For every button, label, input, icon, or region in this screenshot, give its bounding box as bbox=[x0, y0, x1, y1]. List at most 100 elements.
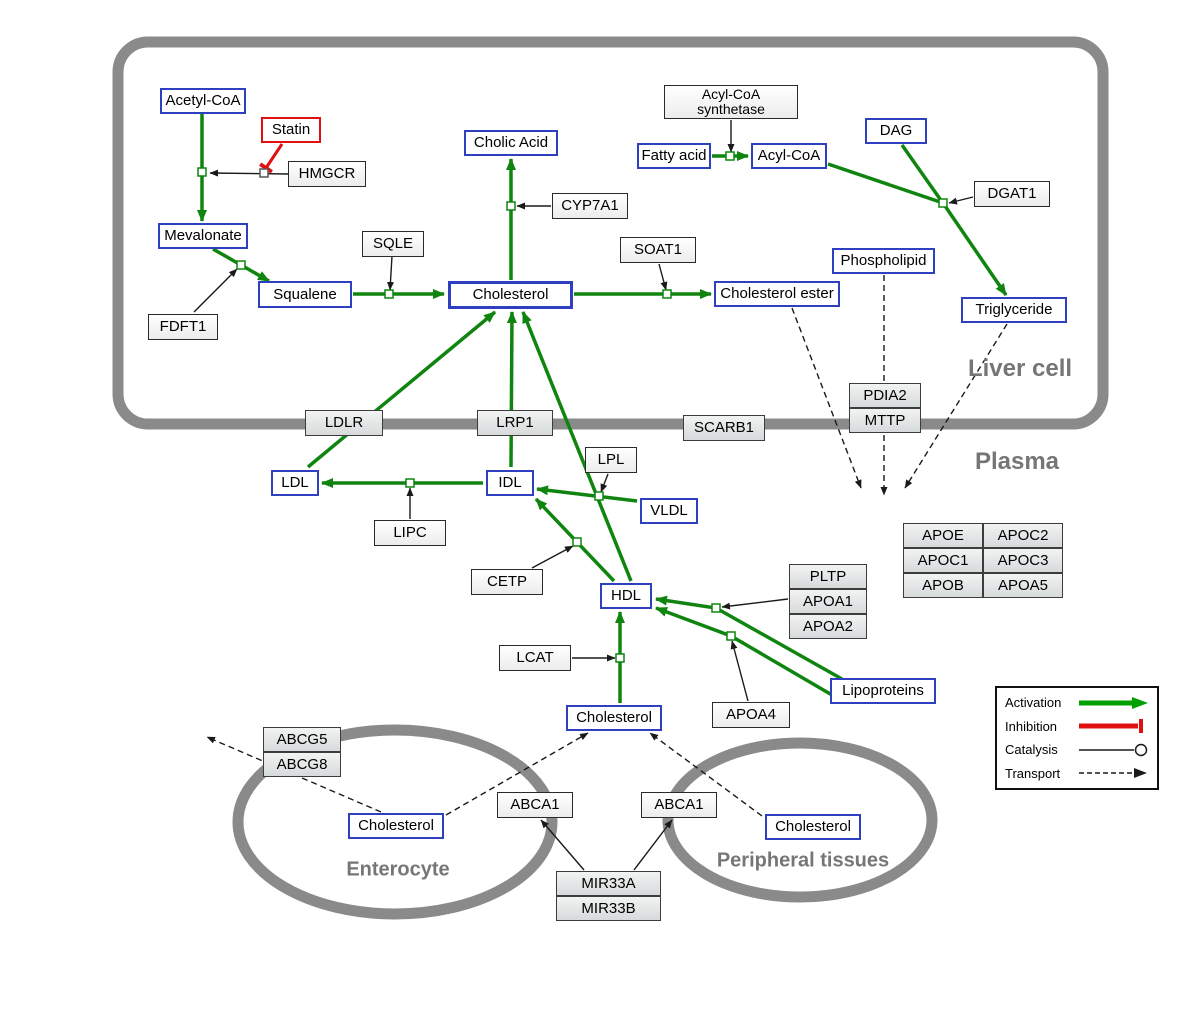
node-abcg8[interactable]: ABCG8 bbox=[263, 752, 341, 777]
reaction-anchor bbox=[405, 478, 415, 488]
edge-apoa4-reaction bbox=[730, 640, 749, 702]
edge-statin-inhibits-hmgcr bbox=[259, 143, 284, 174]
node-idl[interactable]: IDL bbox=[486, 470, 534, 496]
legend-label-inhibition: Inhibition bbox=[1005, 718, 1058, 734]
edge-lpl-reaction bbox=[600, 473, 609, 493]
node-pltp[interactable]: PLTP bbox=[789, 564, 867, 589]
node-apoa2[interactable]: APOA2 bbox=[789, 614, 867, 639]
edge-dgat1-reaction bbox=[948, 196, 974, 205]
node-label-lipc: LIPC bbox=[393, 524, 427, 542]
node-fatty-acid[interactable]: Fatty acid bbox=[637, 143, 711, 169]
node-cholesterol-liver[interactable]: Cholesterol bbox=[448, 281, 573, 309]
node-mir33b[interactable]: MIR33B bbox=[556, 896, 661, 921]
node-mir33a[interactable]: MIR33A bbox=[556, 871, 661, 896]
node-ldlr[interactable]: LDLR bbox=[305, 410, 383, 436]
legend-item-transport: Transport bbox=[1005, 762, 1149, 784]
node-abca1-right[interactable]: ABCA1 bbox=[641, 792, 717, 818]
node-squalene[interactable]: Squalene bbox=[258, 281, 352, 308]
node-label-cholesterol-peripheral: Cholesterol bbox=[775, 818, 851, 836]
node-apoc1[interactable]: APOC1 bbox=[903, 548, 983, 573]
node-label-apoa4: APOA4 bbox=[725, 706, 777, 724]
node-acyl-coa-synthetase[interactable]: Acyl-CoA synthetase bbox=[664, 85, 798, 119]
node-cholesterol-ester[interactable]: Cholesterol ester bbox=[714, 281, 840, 307]
node-cholesterol-peripheral[interactable]: Cholesterol bbox=[765, 814, 861, 840]
node-scarb1[interactable]: SCARB1 bbox=[683, 415, 765, 441]
region-label-enterocyte: Enterocyte bbox=[346, 858, 450, 881]
reaction-anchor bbox=[572, 537, 582, 547]
liver-cell-outline bbox=[112, 36, 1109, 430]
node-label-apoc2: APOC2 bbox=[997, 526, 1049, 544]
node-abca1-left[interactable]: ABCA1 bbox=[497, 792, 573, 818]
reaction-anchor bbox=[506, 201, 516, 211]
node-label-apoe: APOE bbox=[922, 526, 964, 544]
node-dag[interactable]: DAG bbox=[865, 118, 927, 144]
legend-label-transport: Transport bbox=[1005, 765, 1061, 781]
node-abcg5[interactable]: ABCG5 bbox=[263, 727, 341, 752]
edge-triglyceride-secretion bbox=[904, 323, 1008, 489]
node-lipoproteins[interactable]: Lipoproteins bbox=[830, 678, 936, 704]
node-label-acyl-coa-synthetase: Acyl-CoA synthetase bbox=[697, 86, 765, 117]
node-label-lcat: LCAT bbox=[516, 649, 554, 667]
legend-label-catalysis: Catalysis bbox=[1005, 742, 1058, 758]
node-label-acetyl-coa: Acetyl-CoA bbox=[165, 92, 241, 110]
node-dgat1[interactable]: DGAT1 bbox=[974, 181, 1050, 207]
node-ldl[interactable]: LDL bbox=[271, 470, 319, 496]
edge-enterocyte-abca1-efflux bbox=[445, 732, 589, 816]
node-cholic-acid[interactable]: Cholic Acid bbox=[464, 130, 558, 156]
node-lrp1[interactable]: LRP1 bbox=[477, 410, 553, 436]
node-cholesterol-enterocyte[interactable]: Cholesterol bbox=[348, 813, 444, 839]
node-cyp7a1[interactable]: CYP7A1 bbox=[552, 193, 628, 219]
node-label-soat1: SOAT1 bbox=[633, 241, 683, 259]
node-pdia2[interactable]: PDIA2 bbox=[849, 383, 921, 408]
region-label-peripheral: Peripheral tissues bbox=[716, 849, 890, 872]
node-sqle[interactable]: SQLE bbox=[362, 231, 424, 257]
node-label-cholic-acid: Cholic Acid bbox=[473, 134, 549, 152]
node-lpl[interactable]: LPL bbox=[585, 447, 637, 473]
node-vldl[interactable]: VLDL bbox=[640, 498, 698, 524]
node-label-cholesterol-enterocyte: Cholesterol bbox=[358, 817, 434, 835]
node-hmgcr[interactable]: HMGCR bbox=[288, 161, 366, 187]
region-label-plasma: Plasma bbox=[974, 448, 1060, 475]
node-cholesterol-plasma[interactable]: Cholesterol bbox=[566, 705, 662, 731]
edge-vldl-idl bbox=[536, 485, 638, 503]
node-statin[interactable]: Statin bbox=[261, 117, 321, 143]
node-apoa1[interactable]: APOA1 bbox=[789, 589, 867, 614]
node-mevalonate[interactable]: Mevalonate bbox=[158, 223, 248, 249]
node-label-mttp: MTTP bbox=[864, 411, 906, 429]
node-label-idl: IDL bbox=[498, 474, 522, 492]
node-phospholipid[interactable]: Phospholipid bbox=[832, 248, 935, 274]
node-hdl[interactable]: HDL bbox=[600, 583, 652, 609]
node-label-pdia2: PDIA2 bbox=[863, 386, 907, 404]
node-label-apob: APOB bbox=[922, 576, 964, 594]
node-label-vldl: VLDL bbox=[650, 502, 688, 520]
node-label-dag: DAG bbox=[879, 122, 913, 140]
edge-mir33b-abca1right bbox=[633, 819, 673, 871]
node-acyl-coa[interactable]: Acyl-CoA bbox=[751, 143, 827, 169]
node-apoc3[interactable]: APOC3 bbox=[983, 548, 1063, 573]
edge-peripheral-abca1-efflux bbox=[649, 732, 763, 817]
node-label-ldl: LDL bbox=[281, 474, 309, 492]
node-apoe[interactable]: APOE bbox=[903, 523, 983, 548]
node-fdft1[interactable]: FDFT1 bbox=[148, 314, 218, 340]
node-apoa4[interactable]: APOA4 bbox=[712, 702, 790, 728]
edge-dag-dgat1-anchor bbox=[900, 143, 942, 201]
node-soat1[interactable]: SOAT1 bbox=[620, 237, 696, 263]
node-label-abca1-right: ABCA1 bbox=[654, 796, 704, 814]
node-label-lipoproteins: Lipoproteins bbox=[842, 682, 924, 700]
node-lipc[interactable]: LIPC bbox=[374, 520, 446, 546]
edge-soat1-reaction bbox=[658, 263, 668, 291]
node-label-cholesterol-ester: Cholesterol ester bbox=[720, 285, 834, 303]
node-triglyceride[interactable]: Triglyceride bbox=[961, 297, 1067, 323]
node-apoc2[interactable]: APOC2 bbox=[983, 523, 1063, 548]
node-apob[interactable]: APOB bbox=[903, 573, 983, 598]
node-mttp[interactable]: MTTP bbox=[849, 408, 921, 433]
node-acetyl-coa[interactable]: Acetyl-CoA bbox=[160, 88, 246, 114]
node-lcat[interactable]: LCAT bbox=[499, 645, 571, 671]
reaction-anchor bbox=[197, 167, 207, 177]
node-cetp[interactable]: CETP bbox=[471, 569, 543, 595]
edge-mir33a-abca1left bbox=[540, 819, 585, 871]
node-apoa5[interactable]: APOA5 bbox=[983, 573, 1063, 598]
reaction-anchor bbox=[662, 289, 672, 299]
